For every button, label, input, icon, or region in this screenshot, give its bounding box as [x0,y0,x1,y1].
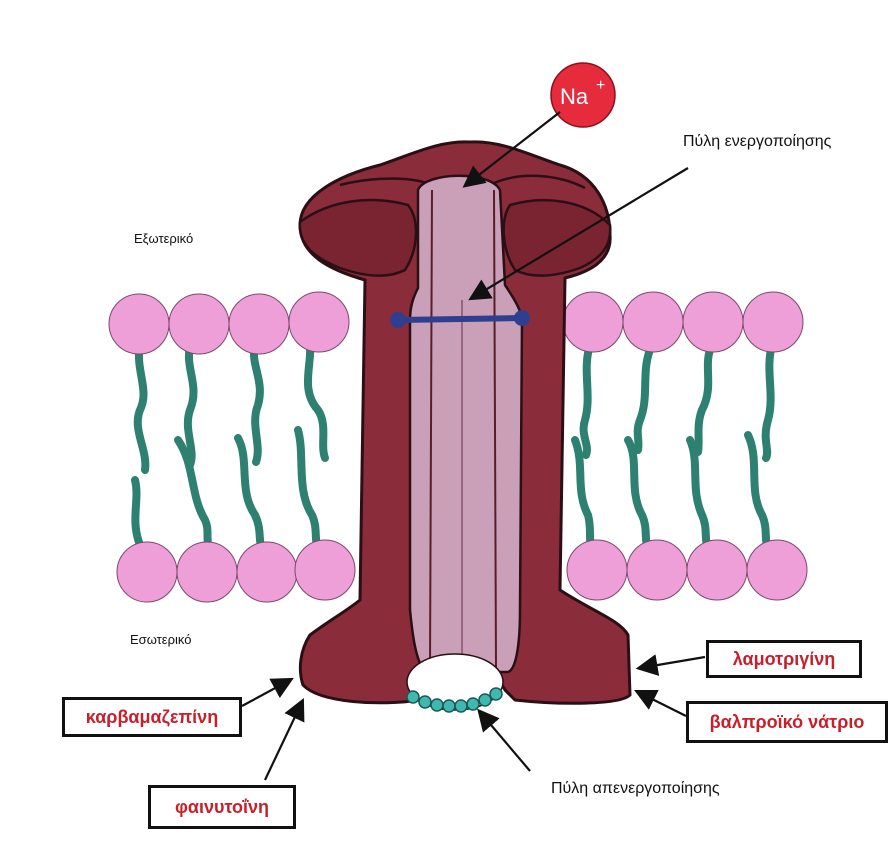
phospholipid-head [566,539,628,601]
ion-symbol: Na [560,84,589,109]
lipid-tail [686,436,712,554]
membrane-right [571,341,776,554]
lipid-tail [183,341,198,469]
carbamazepine-arrow [241,677,294,707]
gate-bead [466,697,480,711]
inactivation-cavity [406,653,504,711]
outside-label: Εξωτερικό [134,231,194,246]
lipid-tail [571,436,596,554]
phospholipid-head [236,541,298,603]
ion-charge: + [596,77,605,94]
channel-top-ridge [489,174,586,190]
lipid-tail [303,341,329,462]
pore-line [429,189,433,669]
phospholipid-head [176,541,238,603]
lipid-tail [633,341,656,454]
lipid-tail [579,341,594,459]
lipid-tail [744,431,772,554]
lipid-tail [131,476,144,549]
inactivation-gate-label: Πύλη απενεργοποίησης [551,780,720,797]
ion-arrow [462,111,561,188]
drug-box-phenytoin: φαινυτοΐνη [148,785,296,829]
channel-left-lobe [298,198,418,277]
lipid-tail [250,341,264,466]
activation-gate [390,310,530,328]
inactivation-gate-arrow [477,708,531,772]
channel-right-lobe [502,199,612,277]
gate-bead [489,687,503,701]
lipid-tail [761,341,776,462]
lipid-tail [624,436,652,554]
membrane-left [131,341,329,554]
phenytoin-arrow [264,698,305,781]
phospholipid-head [746,539,808,601]
activation-gate-arrow [468,167,689,301]
phospholipid-head [228,293,290,355]
gate-bead [442,699,456,713]
lipid-tail [174,436,214,554]
lamotrigine-arrow [635,654,706,676]
phospholipid-head [562,291,624,353]
inactivation-gate-beads [406,687,503,713]
phospholipid-head [742,291,804,353]
activation-gate-label: Πύλη ενεργοποίησης [683,133,832,150]
gate-bead [406,690,420,704]
phospholipid-head [108,293,170,355]
phospholipid-heads [108,291,808,603]
pore-line [493,189,497,669]
phospholipid-head [294,539,356,601]
arrows [241,111,706,781]
drug-box-carbamazepine: καρβαμαζεπίνη [62,697,242,737]
drug-box-valproate: βαλπροϊκό νάτριο [686,701,888,743]
drug-box-lamotrigine: λαμοτριγίνη [706,640,862,678]
valproate-arrow [634,690,687,717]
phospholipid-head [682,291,744,353]
phospholipid-head [622,291,684,353]
phospholipid-head [686,539,748,601]
lipid-tail [234,434,266,554]
lipid-tail [294,426,322,554]
phospholipid-head [116,541,178,603]
gate-bead [418,695,432,709]
gate-bead [430,698,444,712]
inside-label: Εσωτερικό [130,632,192,647]
sodium-channel [298,140,632,711]
gate-bead [478,693,492,707]
lipid-tail [133,341,150,474]
phospholipid-head [288,291,350,353]
phospholipid-head [168,293,230,355]
phospholipid-head [626,539,688,601]
lipid-tail [694,341,716,456]
sodium-ion: Na + [550,62,616,128]
gate-bead [454,699,468,713]
